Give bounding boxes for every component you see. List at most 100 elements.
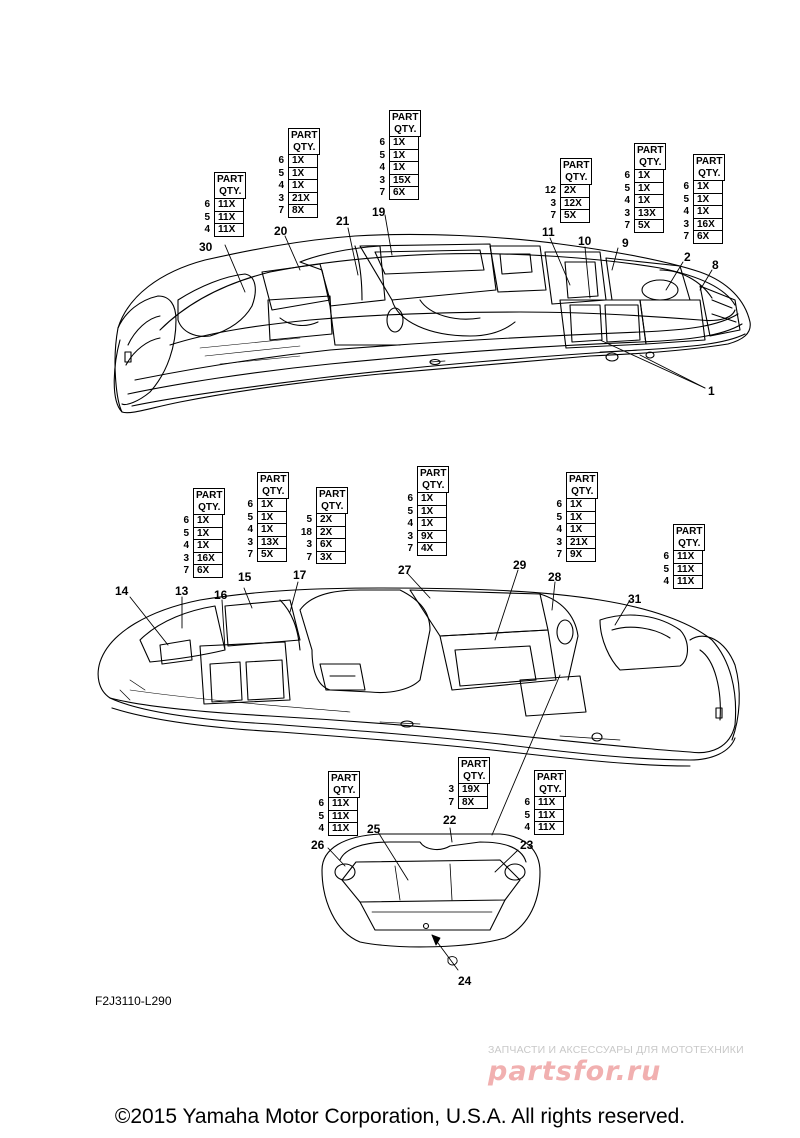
part-number: 6	[683, 181, 689, 192]
table-header-label: QTY.	[639, 156, 662, 168]
quantity: 1X	[566, 499, 596, 512]
callout-2: 2	[684, 250, 691, 264]
table-header-label: QTY.	[321, 500, 344, 512]
quantity: 6X	[193, 565, 223, 578]
callout-11: 11	[542, 225, 555, 239]
part-number: 5	[624, 182, 630, 194]
watermark-logo: partsfor.ru	[488, 1056, 662, 1087]
table-header-label: PART	[217, 174, 244, 185]
part-number: 7	[556, 549, 562, 560]
part-number: 7	[683, 231, 689, 242]
callout-20: 20	[274, 224, 288, 238]
table-header-label: QTY.	[565, 171, 588, 183]
part-number: 6	[663, 551, 669, 562]
callout-30: 30	[199, 240, 213, 254]
part-number: 4	[524, 822, 530, 833]
part-number: 7	[247, 549, 253, 560]
table-row: 7 5X	[247, 549, 289, 562]
part-number: 3	[624, 207, 630, 219]
table-header-label: QTY.	[539, 783, 562, 795]
table-header-label: PART	[696, 156, 723, 167]
part-number: 7	[278, 205, 284, 216]
part-number: 3	[550, 197, 556, 209]
callout-25: 24	[458, 974, 472, 988]
quantity: 5X	[634, 220, 664, 233]
quantity: 11X	[534, 822, 564, 835]
quantity: 1X	[693, 181, 723, 194]
quantity: 12X	[560, 197, 590, 210]
part-number: 5	[278, 167, 284, 179]
table-row: 4 11X	[524, 822, 566, 835]
part-number: 5	[379, 149, 385, 161]
callout-21: 21	[336, 214, 350, 228]
part-number: 6	[556, 499, 562, 510]
table-header-label: PART	[637, 145, 664, 156]
table-header-label: QTY.	[219, 185, 242, 197]
quantity: 6X	[316, 539, 346, 552]
quantity: 9X	[566, 549, 596, 562]
part-number: 3	[556, 536, 562, 548]
part-number: 6	[624, 170, 630, 181]
part-number: 6	[278, 155, 284, 166]
part-number: 6	[183, 515, 189, 526]
table-row: 3 12X	[550, 197, 592, 210]
quantity: 1X	[693, 193, 723, 206]
quantity: 11X	[214, 199, 244, 212]
quantity: 1X	[566, 511, 596, 524]
callout-15: 15	[238, 570, 252, 584]
part-number: 5	[247, 511, 253, 523]
table-header-label: PART	[260, 474, 287, 485]
quantity: 9X	[417, 530, 447, 543]
quantity: 11X	[328, 810, 358, 823]
quantity: 1X	[389, 162, 419, 175]
quantity: 11X	[214, 211, 244, 224]
part-number: 3	[448, 784, 454, 795]
table-header-label: PART	[331, 773, 358, 784]
part-number: 7	[448, 796, 454, 808]
table-header-label: QTY.	[198, 501, 221, 513]
part-number: 3	[247, 536, 253, 548]
quantity: 13X	[634, 207, 664, 220]
quantity: 5X	[257, 549, 287, 562]
part-number: 5	[556, 511, 562, 523]
part-number: 4	[556, 524, 562, 535]
table-header-label: PART	[563, 160, 590, 171]
part-number: 5	[306, 514, 312, 525]
callout-29: 29	[513, 558, 527, 572]
table-header-label: PART	[291, 130, 318, 141]
part-number: 6	[379, 137, 385, 148]
part-number: 6	[247, 499, 253, 510]
hatch-lid-drawing	[321, 833, 541, 948]
table-header-label: QTY.	[678, 537, 701, 549]
table-header-label: QTY.	[333, 784, 356, 796]
part-number: 3	[407, 530, 413, 542]
quantity: 16X	[193, 552, 223, 565]
part-number: 4	[204, 224, 210, 235]
table-header-label: PART	[537, 772, 564, 783]
quantity: 1X	[288, 180, 318, 193]
callout-17: 17	[293, 568, 307, 582]
callout-9: 9	[622, 236, 629, 250]
part-number: 4	[624, 195, 630, 206]
part-number: 4	[247, 524, 253, 535]
